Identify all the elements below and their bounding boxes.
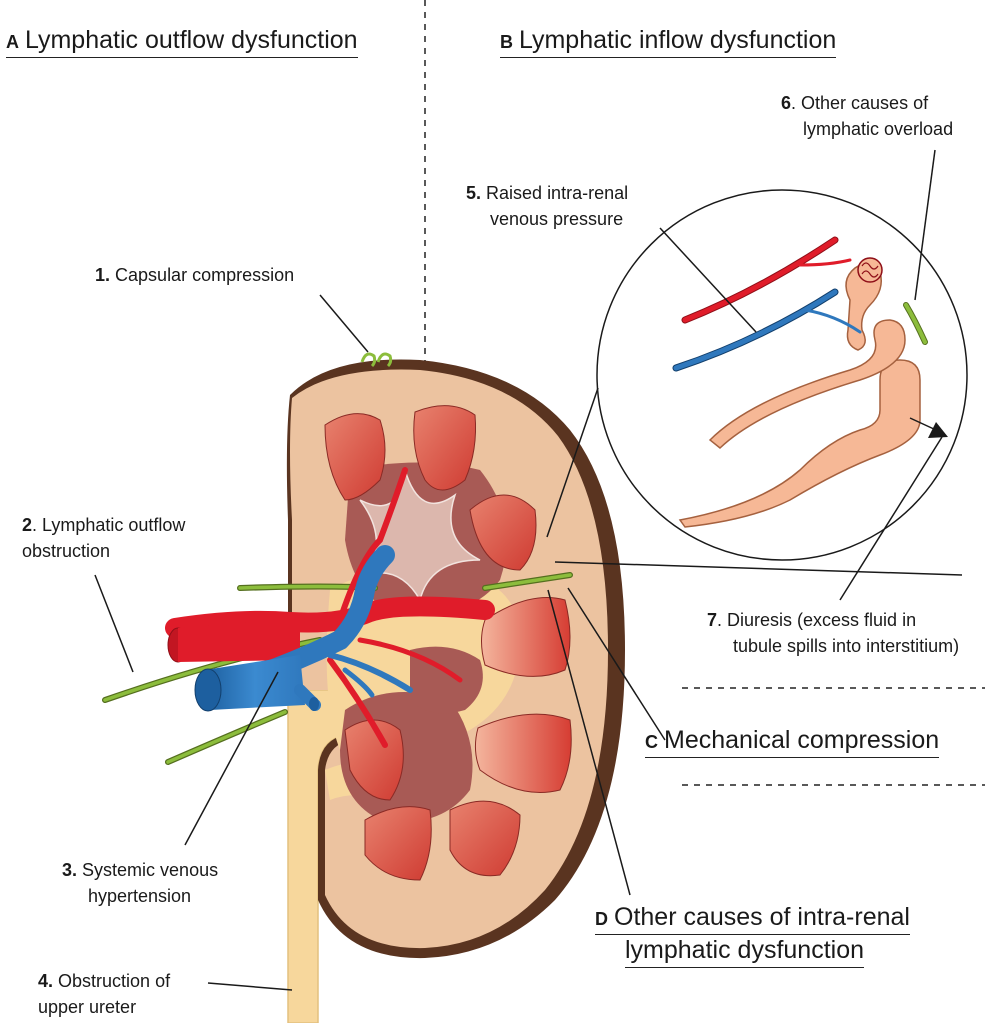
lymphatic-vessel-lower-fill bbox=[166, 710, 287, 764]
magnified-vein-branch bbox=[803, 308, 862, 334]
diuresis-arrow-line bbox=[909, 417, 937, 431]
label-7: 7. Diuresis (excess fluid in tubule spil… bbox=[707, 607, 959, 659]
vein-branch-right bbox=[327, 652, 413, 693]
label-3-text-1: Systemic venous bbox=[82, 860, 219, 880]
section-d-letter: D bbox=[595, 909, 608, 929]
label-7-num: 7 bbox=[707, 610, 718, 630]
label-3-num: 3. bbox=[62, 860, 78, 880]
pyramid-3 bbox=[469, 494, 537, 571]
pyramid-1 bbox=[324, 413, 386, 501]
pyramid-7 bbox=[364, 806, 432, 881]
leader-d bbox=[547, 589, 631, 896]
label-5-text-1: Raised intra-renal bbox=[486, 183, 629, 203]
tubule-loop bbox=[708, 319, 906, 449]
renal-vein-body bbox=[205, 655, 305, 710]
label-4-text-2: upper ureter bbox=[38, 997, 137, 1017]
section-c-title: C Mechanical compression bbox=[645, 726, 940, 758]
label-5-num: 5. bbox=[466, 183, 482, 203]
label-2-text-1: . Lymphatic outflow bbox=[32, 515, 186, 535]
section-a-title: A Lymphatic outflow dysfunction bbox=[6, 28, 358, 58]
label-6-text-1: . Other causes of bbox=[791, 93, 929, 113]
label-3: 3. Systemic venous hypertension bbox=[62, 857, 218, 909]
section-d-text-1: Other causes of intra-renal bbox=[614, 903, 910, 931]
tubule bbox=[678, 359, 921, 528]
label-2-text-2: obstruction bbox=[22, 541, 111, 561]
section-a-text: Lymphatic outflow dysfunction bbox=[25, 26, 358, 54]
glomerulus bbox=[857, 257, 883, 283]
label-4: 4. Obstruction of upper ureter bbox=[38, 968, 170, 1020]
label-5-text-2: venous pressure bbox=[490, 209, 624, 229]
renal-vein-cut-end bbox=[194, 668, 222, 712]
label-6-text-2: lymphatic overload bbox=[803, 119, 954, 139]
label-2: 2. Lymphatic outflow obstruction bbox=[22, 512, 185, 564]
vein-branch-lower bbox=[342, 667, 375, 698]
artery-branch-lower bbox=[327, 657, 388, 748]
leader-5 bbox=[659, 227, 757, 333]
section-b-text: Lymphatic inflow dysfunction bbox=[519, 26, 837, 54]
magnified-lymphatic-fill bbox=[904, 303, 927, 344]
renal-artery bbox=[165, 596, 495, 638]
artery-branch-upper bbox=[337, 467, 408, 623]
vein-branch-cut bbox=[309, 697, 319, 711]
leader-6 bbox=[914, 149, 936, 301]
label-2-num: 2 bbox=[22, 515, 33, 535]
capsular-lymphatic-loops bbox=[360, 352, 393, 368]
label-5: 5. Raised intra-renal venous pressure bbox=[466, 180, 628, 232]
diuresis-arrow-head bbox=[928, 422, 948, 438]
label-3-text-2: hypertension bbox=[88, 886, 192, 906]
leader-c bbox=[567, 587, 666, 741]
label-6-num: 6 bbox=[781, 93, 792, 113]
pyramid-4 bbox=[481, 597, 571, 677]
magnified-artery-branch bbox=[798, 258, 852, 267]
leader-3 bbox=[184, 671, 279, 846]
zoom-line-lower bbox=[554, 561, 963, 576]
pyramid-8 bbox=[449, 800, 521, 877]
label-4-num: 4. bbox=[38, 971, 54, 991]
renal-artery-body bbox=[178, 618, 300, 662]
label-7-text-1: . Diuresis (excess fluid in bbox=[717, 610, 917, 630]
label-1-text: Capsular compression bbox=[115, 265, 295, 285]
section-c-letter: C bbox=[645, 732, 658, 752]
pyramid-2 bbox=[413, 405, 477, 491]
lymphatic-vessel-intrarenal-fill bbox=[483, 573, 572, 590]
pyramid-5 bbox=[474, 713, 572, 793]
glomerulus-capillary bbox=[861, 262, 879, 278]
section-c-text: Mechanical compression bbox=[664, 726, 940, 754]
label-4-text-1: Obstruction of bbox=[58, 971, 171, 991]
label-1: 1. Capsular compression bbox=[95, 262, 294, 288]
leader-4 bbox=[207, 982, 293, 991]
label-6: 6. Other causes of lymphatic overload bbox=[781, 90, 953, 142]
leader-7 bbox=[839, 436, 943, 601]
section-d-text-2: lymphatic dysfunction bbox=[625, 936, 865, 964]
magnified-vein-fill bbox=[673, 289, 838, 371]
section-a-letter: A bbox=[6, 32, 19, 52]
zoom-line-upper bbox=[546, 387, 599, 538]
artery-branch-mid bbox=[357, 637, 463, 683]
leader-1 bbox=[319, 294, 369, 353]
label-7-text-2: tubule spills into interstitium) bbox=[733, 636, 960, 656]
section-b-title: B Lymphatic inflow dysfunction bbox=[500, 26, 837, 58]
pyramid-6 bbox=[344, 719, 404, 801]
leader-2 bbox=[94, 574, 134, 673]
section-d-title: D Other causes of intra-renal lymphatic d… bbox=[595, 905, 910, 968]
magnified-artery-fill bbox=[682, 237, 838, 323]
label-1-num: 1. bbox=[95, 265, 111, 285]
section-b-letter: B bbox=[500, 32, 513, 52]
